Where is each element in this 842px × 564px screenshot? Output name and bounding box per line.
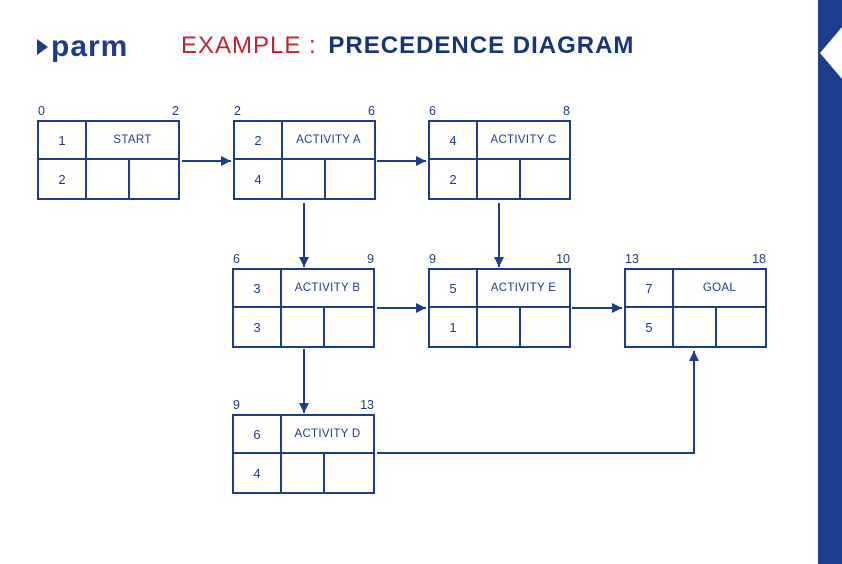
node-empty-cell [674,308,717,346]
node-box: 2 ACTIVITY A 4 [233,120,376,200]
early-start-value: 9 [233,398,240,412]
title-main-label: PRECEDENCE DIAGRAM [328,32,635,59]
node-duration: 5 [626,308,674,346]
parm-logo: parm [37,30,129,63]
node-activity-e: 9 10 5 ACTIVITY E 1 [428,252,571,348]
node-times: 0 2 [37,104,180,120]
early-start-value: 9 [429,252,436,266]
early-start-value: 13 [625,252,639,266]
play-triangle-icon [37,39,48,55]
node-box: 3 ACTIVITY B 3 [232,268,375,348]
title-example-label: EXAMPLE : [181,32,317,59]
node-empty-cell [283,160,326,198]
node-empty-cell [87,160,130,198]
node-goal: 13 18 7 GOAL 5 [624,252,767,348]
early-finish-value: 13 [360,398,374,412]
node-name: ACTIVITY C [478,122,569,160]
left-chevron-icon [820,27,842,79]
node-empty-cell [325,308,373,346]
node-duration: 2 [39,160,87,198]
early-finish-value: 2 [172,104,179,118]
page-title: EXAMPLE : PRECEDENCE DIAGRAM [181,32,634,60]
node-name: GOAL [674,270,765,308]
node-empty-cell [282,308,325,346]
node-id: 2 [235,122,283,160]
early-start-value: 0 [38,104,45,118]
node-id: 6 [234,416,282,454]
node-times: 2 6 [233,104,376,120]
node-id: 4 [430,122,478,160]
arrow-d-to-goal [377,351,699,454]
early-start-value: 2 [234,104,241,118]
node-box: 7 GOAL 5 [624,268,767,348]
logo-text: parm [51,30,129,63]
node-activity-d: 9 13 6 ACTIVITY D 4 [232,398,375,494]
node-id: 1 [39,122,87,160]
node-empty-cell [282,454,325,492]
node-times: 9 13 [232,398,375,414]
early-finish-value: 9 [367,252,374,266]
node-times: 6 8 [428,104,571,120]
node-activity-c: 6 8 4 ACTIVITY C 2 [428,104,571,200]
node-times: 13 18 [624,252,767,268]
node-duration: 4 [235,160,283,198]
early-finish-value: 6 [368,104,375,118]
node-empty-cell [130,160,178,198]
early-start-value: 6 [233,252,240,266]
node-start: 0 2 1 START 2 [37,104,180,200]
node-empty-cell [717,308,765,346]
node-times: 6 9 [232,252,375,268]
node-duration: 3 [234,308,282,346]
early-finish-value: 10 [556,252,570,266]
node-box: 5 ACTIVITY E 1 [428,268,571,348]
node-activity-a: 2 6 2 ACTIVITY A 4 [233,104,376,200]
node-id: 3 [234,270,282,308]
node-id: 5 [430,270,478,308]
early-finish-value: 8 [563,104,570,118]
early-finish-value: 18 [752,252,766,266]
node-duration: 1 [430,308,478,346]
node-name: ACTIVITY D [282,416,373,454]
node-box: 6 ACTIVITY D 4 [232,414,375,494]
node-id: 7 [626,270,674,308]
node-empty-cell [326,160,374,198]
node-empty-cell [478,160,521,198]
node-empty-cell [325,454,373,492]
node-duration: 4 [234,454,282,492]
node-name: ACTIVITY E [478,270,569,308]
node-times: 9 10 [428,252,571,268]
node-empty-cell [521,160,569,198]
node-name: START [87,122,178,160]
node-box: 4 ACTIVITY C 2 [428,120,571,200]
side-accent-bar [818,0,842,564]
early-start-value: 6 [429,104,436,118]
node-name: ACTIVITY A [283,122,374,160]
node-box: 1 START 2 [37,120,180,200]
node-name: ACTIVITY B [282,270,373,308]
node-empty-cell [521,308,569,346]
node-empty-cell [478,308,521,346]
node-activity-b: 6 9 3 ACTIVITY B 3 [232,252,375,348]
node-duration: 2 [430,160,478,198]
